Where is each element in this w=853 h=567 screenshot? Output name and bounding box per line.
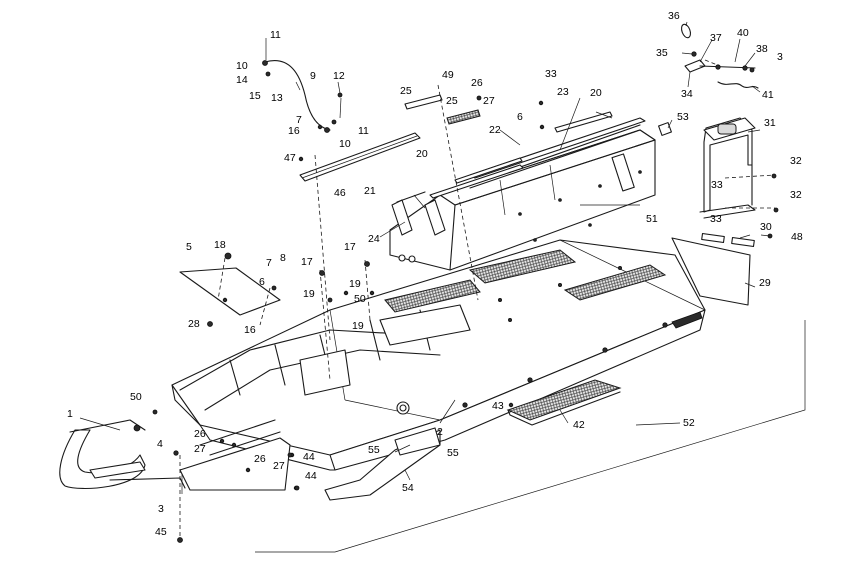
- callout-27-top: 27: [483, 95, 495, 107]
- callout-27-low: 27: [194, 443, 206, 455]
- callout-21: 21: [364, 185, 376, 197]
- callout-5: 5: [186, 241, 192, 253]
- callout-26-low: 26: [194, 428, 206, 440]
- callout-7-mid: 7: [266, 257, 272, 269]
- callout-1: 1: [67, 408, 73, 420]
- callout-16-top: 16: [288, 125, 300, 137]
- callout-10-top: 10: [236, 60, 248, 72]
- box-handles: [391, 191, 446, 236]
- front-bumper: [59, 419, 186, 490]
- callout-25-left: 25: [400, 85, 412, 97]
- callout-33-bottom: 33: [710, 213, 722, 225]
- lower-bracket: [324, 427, 441, 501]
- callout-40: 40: [737, 27, 749, 39]
- callout-50-mid: 50: [354, 293, 366, 305]
- callout-36: 36: [668, 10, 680, 22]
- callout-9: 9: [310, 70, 316, 82]
- callout-25-right: 25: [446, 95, 458, 107]
- callout-30: 30: [760, 221, 772, 233]
- callout-35: 35: [656, 47, 668, 59]
- callout-45: 45: [155, 526, 167, 538]
- callout-31: 31: [764, 117, 776, 129]
- callout-55-left: 55: [368, 444, 380, 456]
- callout-18: 18: [214, 239, 226, 251]
- rear-hitch: [699, 117, 756, 219]
- callout-51: 51: [646, 213, 658, 225]
- callout-55-right: 55: [447, 447, 459, 459]
- callout-20-mid: 20: [416, 148, 428, 160]
- callout-29: 29: [759, 277, 771, 289]
- callout-8: 8: [280, 252, 286, 264]
- callout-32-top: 32: [790, 155, 802, 167]
- callout-44-top: 44: [303, 451, 315, 463]
- callout-48: 48: [791, 231, 803, 243]
- fasteners: [152, 92, 779, 543]
- callout-11-lower: 11: [358, 125, 369, 137]
- callout-23: 23: [557, 86, 569, 98]
- callout-44-bottom: 44: [305, 470, 317, 482]
- callout-37: 37: [710, 32, 722, 44]
- callout-17-right: 17: [344, 241, 356, 253]
- mud-flap: [671, 232, 755, 306]
- callout-2: 2: [437, 426, 443, 438]
- callout-53: 53: [677, 111, 689, 123]
- callout-6-mid: 6: [259, 276, 265, 288]
- callout-28: 28: [188, 318, 200, 330]
- callout-32-bottom: 32: [790, 189, 802, 201]
- callout-16-mid: 16: [244, 324, 256, 336]
- callout-22: 22: [489, 124, 501, 136]
- cable-assembly: [262, 60, 331, 133]
- callout-19-left: 19: [303, 288, 315, 300]
- side-panel-5: [179, 267, 281, 316]
- callout-54: 54: [402, 482, 414, 494]
- callout-26-top: 26: [471, 77, 483, 89]
- callout-13: 13: [271, 92, 283, 104]
- callout-20-top: 20: [590, 87, 602, 99]
- callout-4: 4: [157, 438, 163, 450]
- lower-side-panels: [179, 419, 299, 491]
- callout-7-top: 7: [296, 114, 302, 126]
- callout-38: 38: [756, 43, 768, 55]
- callout-15: 15: [249, 90, 261, 102]
- leader-lines: [79, 21, 771, 481]
- callout-33-top: 33: [545, 68, 557, 80]
- step-plate: [506, 379, 622, 426]
- callout-50-low: 50: [130, 391, 142, 403]
- callout-49: 49: [442, 69, 454, 81]
- top-pads: [404, 94, 482, 125]
- callout-10-lower: 10: [339, 138, 351, 150]
- callout-6-top: 6: [517, 111, 523, 123]
- callout-19-right: 19: [349, 278, 361, 290]
- callout-52: 52: [683, 417, 695, 429]
- storage-box: [389, 124, 656, 271]
- callout-labels: 36 35 37 40 38 3 34 41 11 10 14 15 13 9 …: [67, 10, 803, 538]
- callout-19-low: 19: [352, 320, 364, 332]
- side-rail: [299, 132, 421, 182]
- callout-17-left: 17: [301, 256, 313, 268]
- callout-3-top: 3: [777, 51, 783, 63]
- callout-3-bottom: 3: [158, 503, 164, 515]
- callout-33-mid: 33: [711, 179, 723, 191]
- callout-26-bottom: 26: [254, 453, 266, 465]
- tunnel-grilles: [384, 249, 667, 313]
- callout-12: 12: [333, 70, 345, 82]
- callout-41: 41: [762, 89, 774, 101]
- callout-11-top: 11: [270, 29, 281, 41]
- callout-42: 42: [573, 419, 585, 431]
- callout-43: 43: [492, 400, 504, 412]
- callout-27-bottom: 27: [273, 460, 285, 472]
- assembly-lines: [179, 59, 776, 540]
- callout-34: 34: [681, 88, 693, 100]
- box-rails: [429, 111, 646, 199]
- hardware-top-right: [658, 23, 759, 136]
- callout-46: 46: [334, 187, 346, 199]
- callout-14: 14: [236, 74, 248, 86]
- callout-24: 24: [368, 233, 380, 245]
- callout-47: 47: [284, 152, 296, 164]
